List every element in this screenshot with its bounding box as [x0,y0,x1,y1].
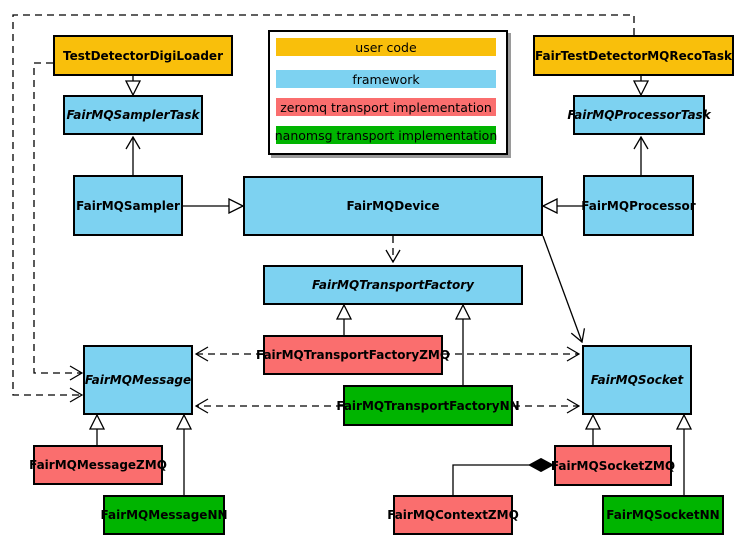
legend-item-nanomsg: nanomsg transport implementation [274,126,498,144]
class-box-fairtestdetectormqrecotask: FairTestDetectorMQRecoTask [533,35,734,76]
class-box-fairmqprocessortask: FairMQProcessorTask [567,95,711,135]
class-box-fairmqtransportfactorynn: FairMQTransportFactoryNN [336,385,520,426]
class-box-fairmqcontextzmq: FairMQContextZMQ [387,495,519,535]
legend-item-framework: framework [276,70,496,88]
legend-item-zeromq: zeromq transport implementation [276,98,496,116]
legend-box: user code framework zeromq transport imp… [268,30,508,155]
class-box-fairmqsocketnn: FairMQSocketNN [602,495,724,535]
class-box-fairmqsamplertask: FairMQSamplerTask [63,95,203,135]
class-box-testdetectordigiloader: TestDetectorDigiLoader [53,35,233,76]
class-box-fairmqsocketzmq: FairMQSocketZMQ [551,445,675,486]
class-box-fairmqsocket: FairMQSocket [582,345,692,415]
class-box-fairmqtransportfactory: FairMQTransportFactory [263,265,523,305]
class-box-fairmqprocessor: FairMQProcessor [581,175,696,236]
class-box-fairmqdevice: FairMQDevice [243,176,543,236]
legend-item-user-code: user code [276,38,496,56]
class-box-fairmqmessage: FairMQMessage [83,345,193,415]
class-box-fairmqsampler: FairMQSampler [73,175,183,236]
edge-contextzmq-socketzmq [452,465,553,495]
edge-digiloader-message [33,62,82,373]
class-box-fairmqmessagenn: FairMQMessageNN [100,495,228,535]
edge-recotask-message [12,14,635,395]
class-box-fairmqmessagezmq: FairMQMessageZMQ [29,445,167,485]
class-box-fairmqtransportfactoryzmq: FairMQTransportFactoryZMQ [256,335,450,375]
edge-device-socket [542,235,582,342]
